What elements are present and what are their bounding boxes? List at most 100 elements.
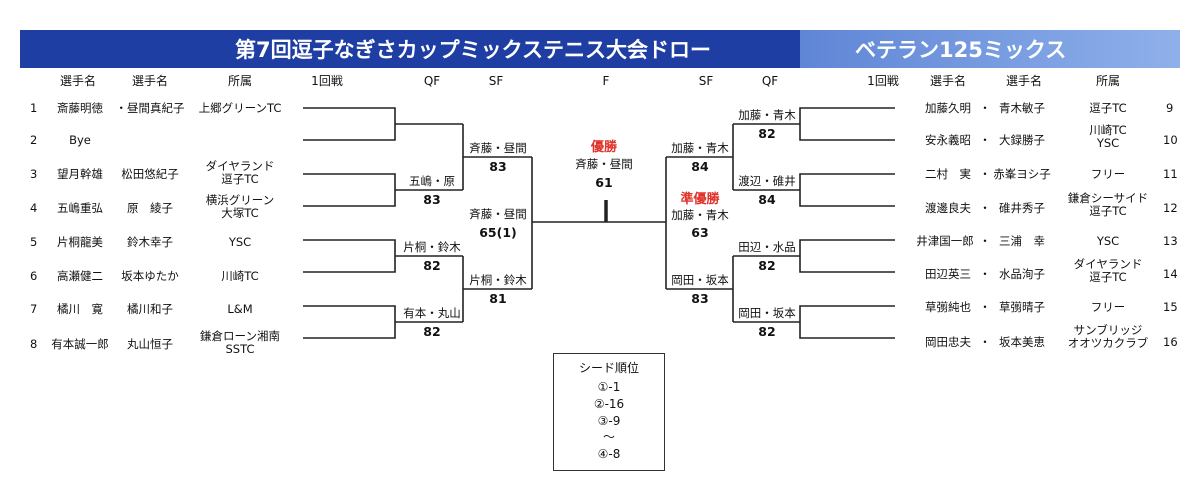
entry-player1: 加藤久明 xyxy=(925,101,971,115)
entry-club: 川崎TC YSC xyxy=(1089,123,1127,150)
header-right-round1: 1回戦 xyxy=(867,74,899,88)
entry-club: サンブリッジ オオツカクラブ xyxy=(1067,323,1149,350)
entry-player2: 青木敏子 xyxy=(999,101,1045,115)
entry-player1: 高瀬健二 xyxy=(57,269,103,283)
left-r1-match-1 xyxy=(303,107,396,141)
header-right-player2: 選手名 xyxy=(1005,74,1043,88)
entry-club: ダイヤランド 逗子TC xyxy=(1073,257,1143,284)
left-sf-score: 83 xyxy=(489,159,507,174)
entry-player2: 赤峯ヨシ子 xyxy=(993,167,1051,181)
entry-player2: 橘川和子 xyxy=(127,302,173,316)
header-qf: QF xyxy=(423,74,441,88)
entry-player2: 坂本ゆたか xyxy=(121,269,179,283)
entry-player1: 二村 実 xyxy=(925,167,971,181)
left-r1-match-3 xyxy=(303,239,396,273)
entry-separator: ・ xyxy=(979,201,991,215)
entry-player2: 水品洵子 xyxy=(999,267,1045,281)
header-right-player1: 選手名 xyxy=(929,74,967,88)
left-qf-score: 83 xyxy=(423,192,441,207)
entry-club: 逗子TC xyxy=(1089,101,1127,115)
entry-number: 11 xyxy=(1163,167,1178,181)
left-qf-score: 82 xyxy=(423,258,441,273)
entry-club: フリー xyxy=(1090,300,1126,314)
header-round1: 1回戦 xyxy=(311,74,343,88)
entry-player1: 岡田忠夫 xyxy=(925,335,971,349)
left-sf-score: 81 xyxy=(489,291,507,306)
entry-player2: 鈴木幸子 xyxy=(127,235,173,249)
header-right-club: 所属 xyxy=(1095,74,1121,88)
entry-club: YSC xyxy=(228,235,252,249)
champion-label: 優勝 xyxy=(590,140,618,155)
entry-number: 6 xyxy=(30,269,38,283)
left-final-names: 斉藤・昼間 xyxy=(469,207,527,221)
right-sf-names: 加藤・青木 xyxy=(671,141,729,155)
header-player1: 選手名 xyxy=(59,74,97,88)
header-club: 所属 xyxy=(227,74,253,88)
entry-separator: ・ xyxy=(979,300,991,314)
entry-club: 上郷グリーンTC xyxy=(198,101,282,115)
entry-number: 13 xyxy=(1163,234,1178,248)
entry-club: ダイヤランド 逗子TC xyxy=(205,159,275,186)
entry-player1: 渡邊良夫 xyxy=(925,201,971,215)
entry-player2: 碓井秀子 xyxy=(999,201,1045,215)
seed-line: ③-9 xyxy=(597,414,621,428)
entry-number: 10 xyxy=(1163,133,1178,147)
entry-separator: ・ xyxy=(979,101,991,115)
right-qf-score: 82 xyxy=(758,324,776,339)
entry-number: 7 xyxy=(30,302,38,316)
entry-separator: ・ xyxy=(979,335,991,349)
banner-left-panel xyxy=(20,30,800,68)
left-r1-match-2 xyxy=(303,173,396,207)
entry-number: 9 xyxy=(1166,101,1174,115)
entry-number: 3 xyxy=(30,167,38,181)
entry-player1: 片桐龍美 xyxy=(57,235,103,249)
entry-club: 川崎TC xyxy=(221,269,259,283)
entry-player1: 斎藤明徳 xyxy=(57,101,103,115)
entry-player1: 五嶋重弘 xyxy=(57,201,103,215)
header-right-sf: SF xyxy=(698,74,714,88)
seed-order-box: シード順位 ①-1 ②-16 ③-9 ～ ④-8 xyxy=(553,353,665,471)
right-qf-score: 82 xyxy=(758,126,776,141)
right-qf-names: 渡辺・碓井 xyxy=(738,174,796,188)
entry-player2: 松田悠紀子 xyxy=(121,167,179,181)
left-r1-match-4 xyxy=(303,305,396,339)
runner-up-names: 加藤・青木 xyxy=(671,208,729,222)
entry-player2: 三浦 幸 xyxy=(999,234,1045,248)
right-r1-match-2 xyxy=(799,173,895,207)
entry-player2: 丸山恒子 xyxy=(127,337,173,351)
left-sf-names: 斉藤・昼間 xyxy=(469,141,527,155)
entry-player2: 原 綾子 xyxy=(127,201,173,215)
header-final: F xyxy=(602,74,610,88)
entry-club: フリー xyxy=(1090,167,1126,181)
category-title: ベテラン125ミックス xyxy=(855,38,1067,62)
banner-right-panel xyxy=(800,30,1180,68)
entry-number: 2 xyxy=(30,133,38,147)
entry-number: 15 xyxy=(1163,300,1178,314)
entry-player1: 有本誠一郎 xyxy=(51,337,109,351)
entry-separator: ・ xyxy=(979,133,991,147)
header-right-qf: QF xyxy=(761,74,779,88)
seed-line: ①-1 xyxy=(597,380,621,394)
entry-separator: ・ xyxy=(979,234,991,248)
header-sf: SF xyxy=(488,74,504,88)
champion-names: 斉藤・昼間 xyxy=(575,157,633,171)
runner-up-score: 63 xyxy=(691,225,709,240)
left-final-score: 65(1) xyxy=(479,225,517,240)
title-banner: 第7回逗子なぎさカップミックステニス大会ドロー ベテラン125ミックス xyxy=(20,30,1180,68)
right-sf-names: 岡田・坂本 xyxy=(671,273,729,287)
entry-club: 鎌倉シーサイド 逗子TC xyxy=(1067,191,1149,218)
right-qf-names: 加藤・青木 xyxy=(738,108,796,122)
right-qf-names: 田辺・水品 xyxy=(738,240,796,254)
entry-player1: 望月幹雄 xyxy=(57,167,103,181)
entry-player1: 安永義昭 xyxy=(925,133,971,147)
entry-number: 16 xyxy=(1163,335,1178,349)
entry-number: 8 xyxy=(30,337,38,351)
left-qf-names: 有本・丸山 xyxy=(403,306,461,320)
entry-player1: 橘川 寛 xyxy=(57,302,103,316)
entry-club: 鎌倉ローン湘南 SSTC xyxy=(200,329,280,356)
right-qf-score: 84 xyxy=(758,192,776,207)
left-qf-names: 片桐・鈴木 xyxy=(403,240,461,254)
entry-separator: ・ xyxy=(979,167,991,181)
seed-line: ④-8 xyxy=(597,447,621,461)
